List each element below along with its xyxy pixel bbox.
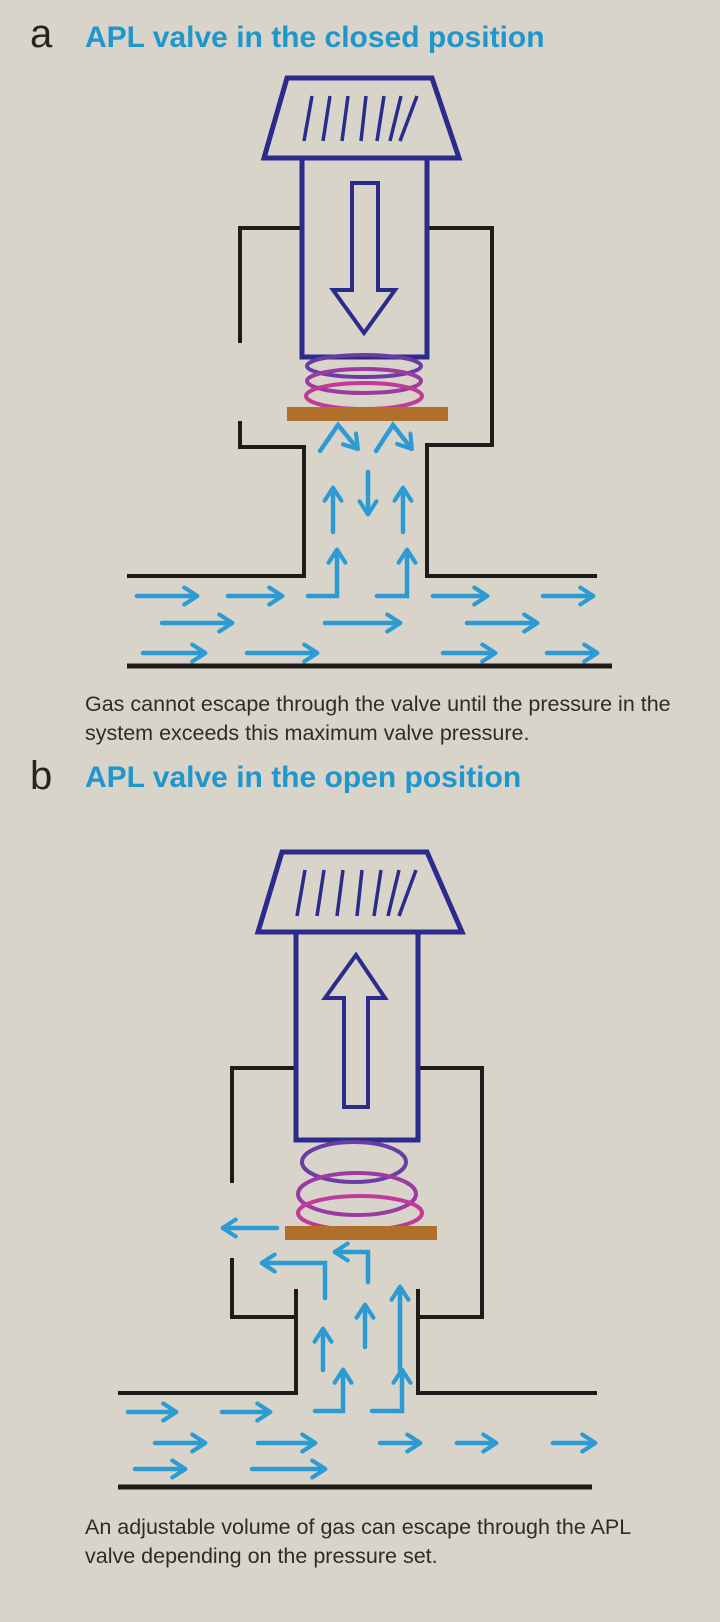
valve-cap-b <box>254 849 466 935</box>
bounce-arrow <box>317 421 357 454</box>
valve-cap-a <box>260 75 463 161</box>
cap-hatch-lines-a <box>302 95 419 142</box>
panel-a-caption: Gas cannot escape through the valve unti… <box>85 690 695 748</box>
valve-housing-b <box>118 1066 597 1490</box>
gas-flow-arrows-b <box>125 1228 594 1469</box>
escape-arrow <box>336 1252 371 1285</box>
pressure-down-arrow <box>329 181 399 337</box>
valve-housing-a <box>127 226 612 669</box>
panel-b-label: b <box>30 754 53 798</box>
caption-line: An adjustable volume of gas can escape t… <box>85 1515 632 1539</box>
caption-line: valve depending on the pressure set. <box>85 1544 438 1568</box>
valve-disc-b <box>285 1226 437 1240</box>
escape-arrow <box>263 1263 328 1301</box>
caption-line: system exceeds this maximum valve pressu… <box>85 721 530 745</box>
valve-stem-b <box>293 929 421 1143</box>
valve-disc-a <box>287 407 448 421</box>
panel-a-label: a <box>30 12 53 56</box>
panel-a-diagram <box>127 75 612 669</box>
panel-b-caption: An adjustable volume of gas can escape t… <box>85 1513 695 1571</box>
caption-line: Gas cannot escape through the valve unti… <box>85 692 671 716</box>
panel-a-title: APL valve in the closed position <box>85 21 545 54</box>
spring-stretched <box>296 1140 424 1232</box>
pressure-up-arrow <box>321 951 389 1109</box>
panel-b-diagram <box>118 849 597 1490</box>
cap-hatch-lines-b <box>295 869 418 917</box>
spring-compressed <box>304 353 424 411</box>
gas-flow-arrows-a <box>134 421 596 653</box>
bounce-arrow <box>373 421 411 454</box>
valve-stem-a <box>299 155 430 360</box>
panel-b-title: APL valve in the open position <box>85 761 522 794</box>
